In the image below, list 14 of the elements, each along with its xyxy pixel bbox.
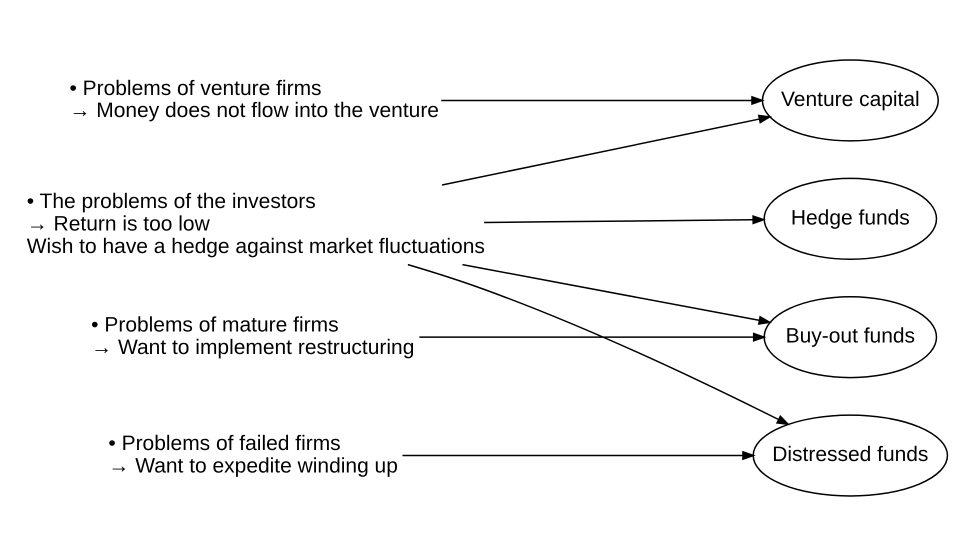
node-text: • Problems of mature firms → Want to implement restructuring [91,313,414,359]
arrow [442,114,772,186]
arrow [408,264,790,426]
arrow [441,96,765,106]
node-text: • Problems of venture firms → Money does not flow into the venture [69,76,439,122]
node-text: • Problems of failed firms → Want to expedite winding up [108,432,398,478]
node-text: • The problems of the investors → Return is too low Wish to have a hedge against market fluctuations [26,190,485,258]
arrow [462,264,772,325]
arrow [484,215,766,224]
arrow [419,332,766,342]
node-ellipse: Buy-out funds [763,296,938,378]
node-ellipse: Hedge funds [763,178,938,260]
arrow [402,450,756,460]
node-ellipse: Venture capital [762,59,939,142]
